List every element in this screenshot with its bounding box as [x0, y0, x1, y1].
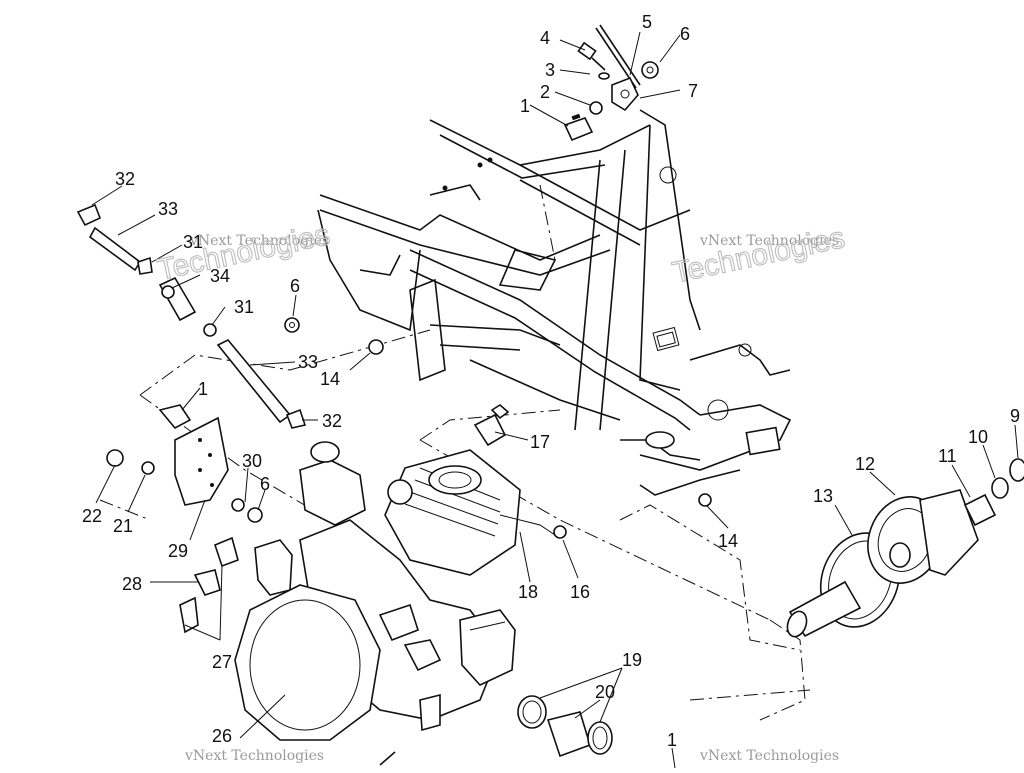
- callout-6: 6: [290, 276, 300, 296]
- callout-20: 20: [595, 682, 615, 702]
- frame-assembly: [317, 109, 792, 496]
- engine: [234, 441, 521, 741]
- callout-14: 14: [718, 531, 738, 551]
- callout-labels: 5 4 6 3 2 7 1 32 33 31 34 31 6 33 14 1 3…: [82, 12, 1020, 750]
- callout-33: 33: [298, 352, 318, 372]
- callout-7: 7: [688, 81, 698, 101]
- callout-13: 13: [813, 486, 833, 506]
- callout-9: 9: [1010, 406, 1020, 426]
- callout-30: 30: [242, 451, 262, 471]
- callout-4: 4: [540, 28, 550, 48]
- callout-32: 32: [115, 169, 135, 189]
- callout-16: 16: [570, 582, 590, 602]
- callout-1: 1: [520, 96, 530, 116]
- callout-1: 1: [667, 730, 677, 750]
- breather-hose-assembly: [76, 203, 384, 429]
- callout-19: 19: [622, 650, 642, 670]
- watermark-3: vNext Technologies: [184, 748, 324, 764]
- callout-34: 34: [210, 266, 230, 286]
- top-mount-hardware: [563, 24, 659, 142]
- callout-33: 33: [158, 199, 178, 219]
- callout-31: 31: [234, 297, 254, 317]
- callout-32: 32: [322, 411, 342, 431]
- callout-18: 18: [518, 582, 538, 602]
- callout-6: 6: [680, 24, 690, 44]
- watermark-outline: Technologies: [155, 218, 333, 287]
- callout-26: 26: [212, 726, 232, 746]
- watermark-text: vNext Technologies: [189, 233, 329, 249]
- sensor-parts: [473, 404, 712, 539]
- boot-clamps: [379, 695, 613, 766]
- callout-17: 17: [530, 432, 550, 452]
- callout-31: 31: [183, 232, 203, 252]
- callout-28: 28: [122, 574, 142, 594]
- callout-11: 11: [938, 446, 957, 466]
- callout-27: 27: [212, 652, 232, 672]
- engine-mount-plate: [106, 404, 263, 634]
- callout-1: 1: [198, 379, 208, 399]
- drive-clutch-assembly: [786, 458, 1024, 638]
- callout-10: 10: [968, 427, 988, 447]
- watermark-text: vNext Technologies: [699, 748, 839, 764]
- callout-2: 2: [540, 82, 550, 102]
- watermark-2: vNext Technologies Technologies: [669, 221, 848, 291]
- watermark-text: vNext Technologies: [184, 748, 324, 764]
- watermark-1: vNext Technologies Technologies: [154, 218, 333, 288]
- watermark-text: vNext Technologies: [699, 233, 839, 249]
- callout-5: 5: [642, 12, 652, 32]
- callout-29: 29: [168, 541, 188, 561]
- callout-3: 3: [545, 60, 555, 80]
- callout-6: 6: [260, 474, 270, 494]
- callout-14: 14: [320, 369, 340, 389]
- callout-12: 12: [855, 454, 875, 474]
- callout-22: 22: [82, 506, 102, 526]
- callout-21: 21: [113, 516, 133, 536]
- leader-lines: [91, 31, 1019, 769]
- watermark-4: vNext Technologies: [699, 748, 839, 764]
- watermark-outline: Technologies: [670, 221, 848, 290]
